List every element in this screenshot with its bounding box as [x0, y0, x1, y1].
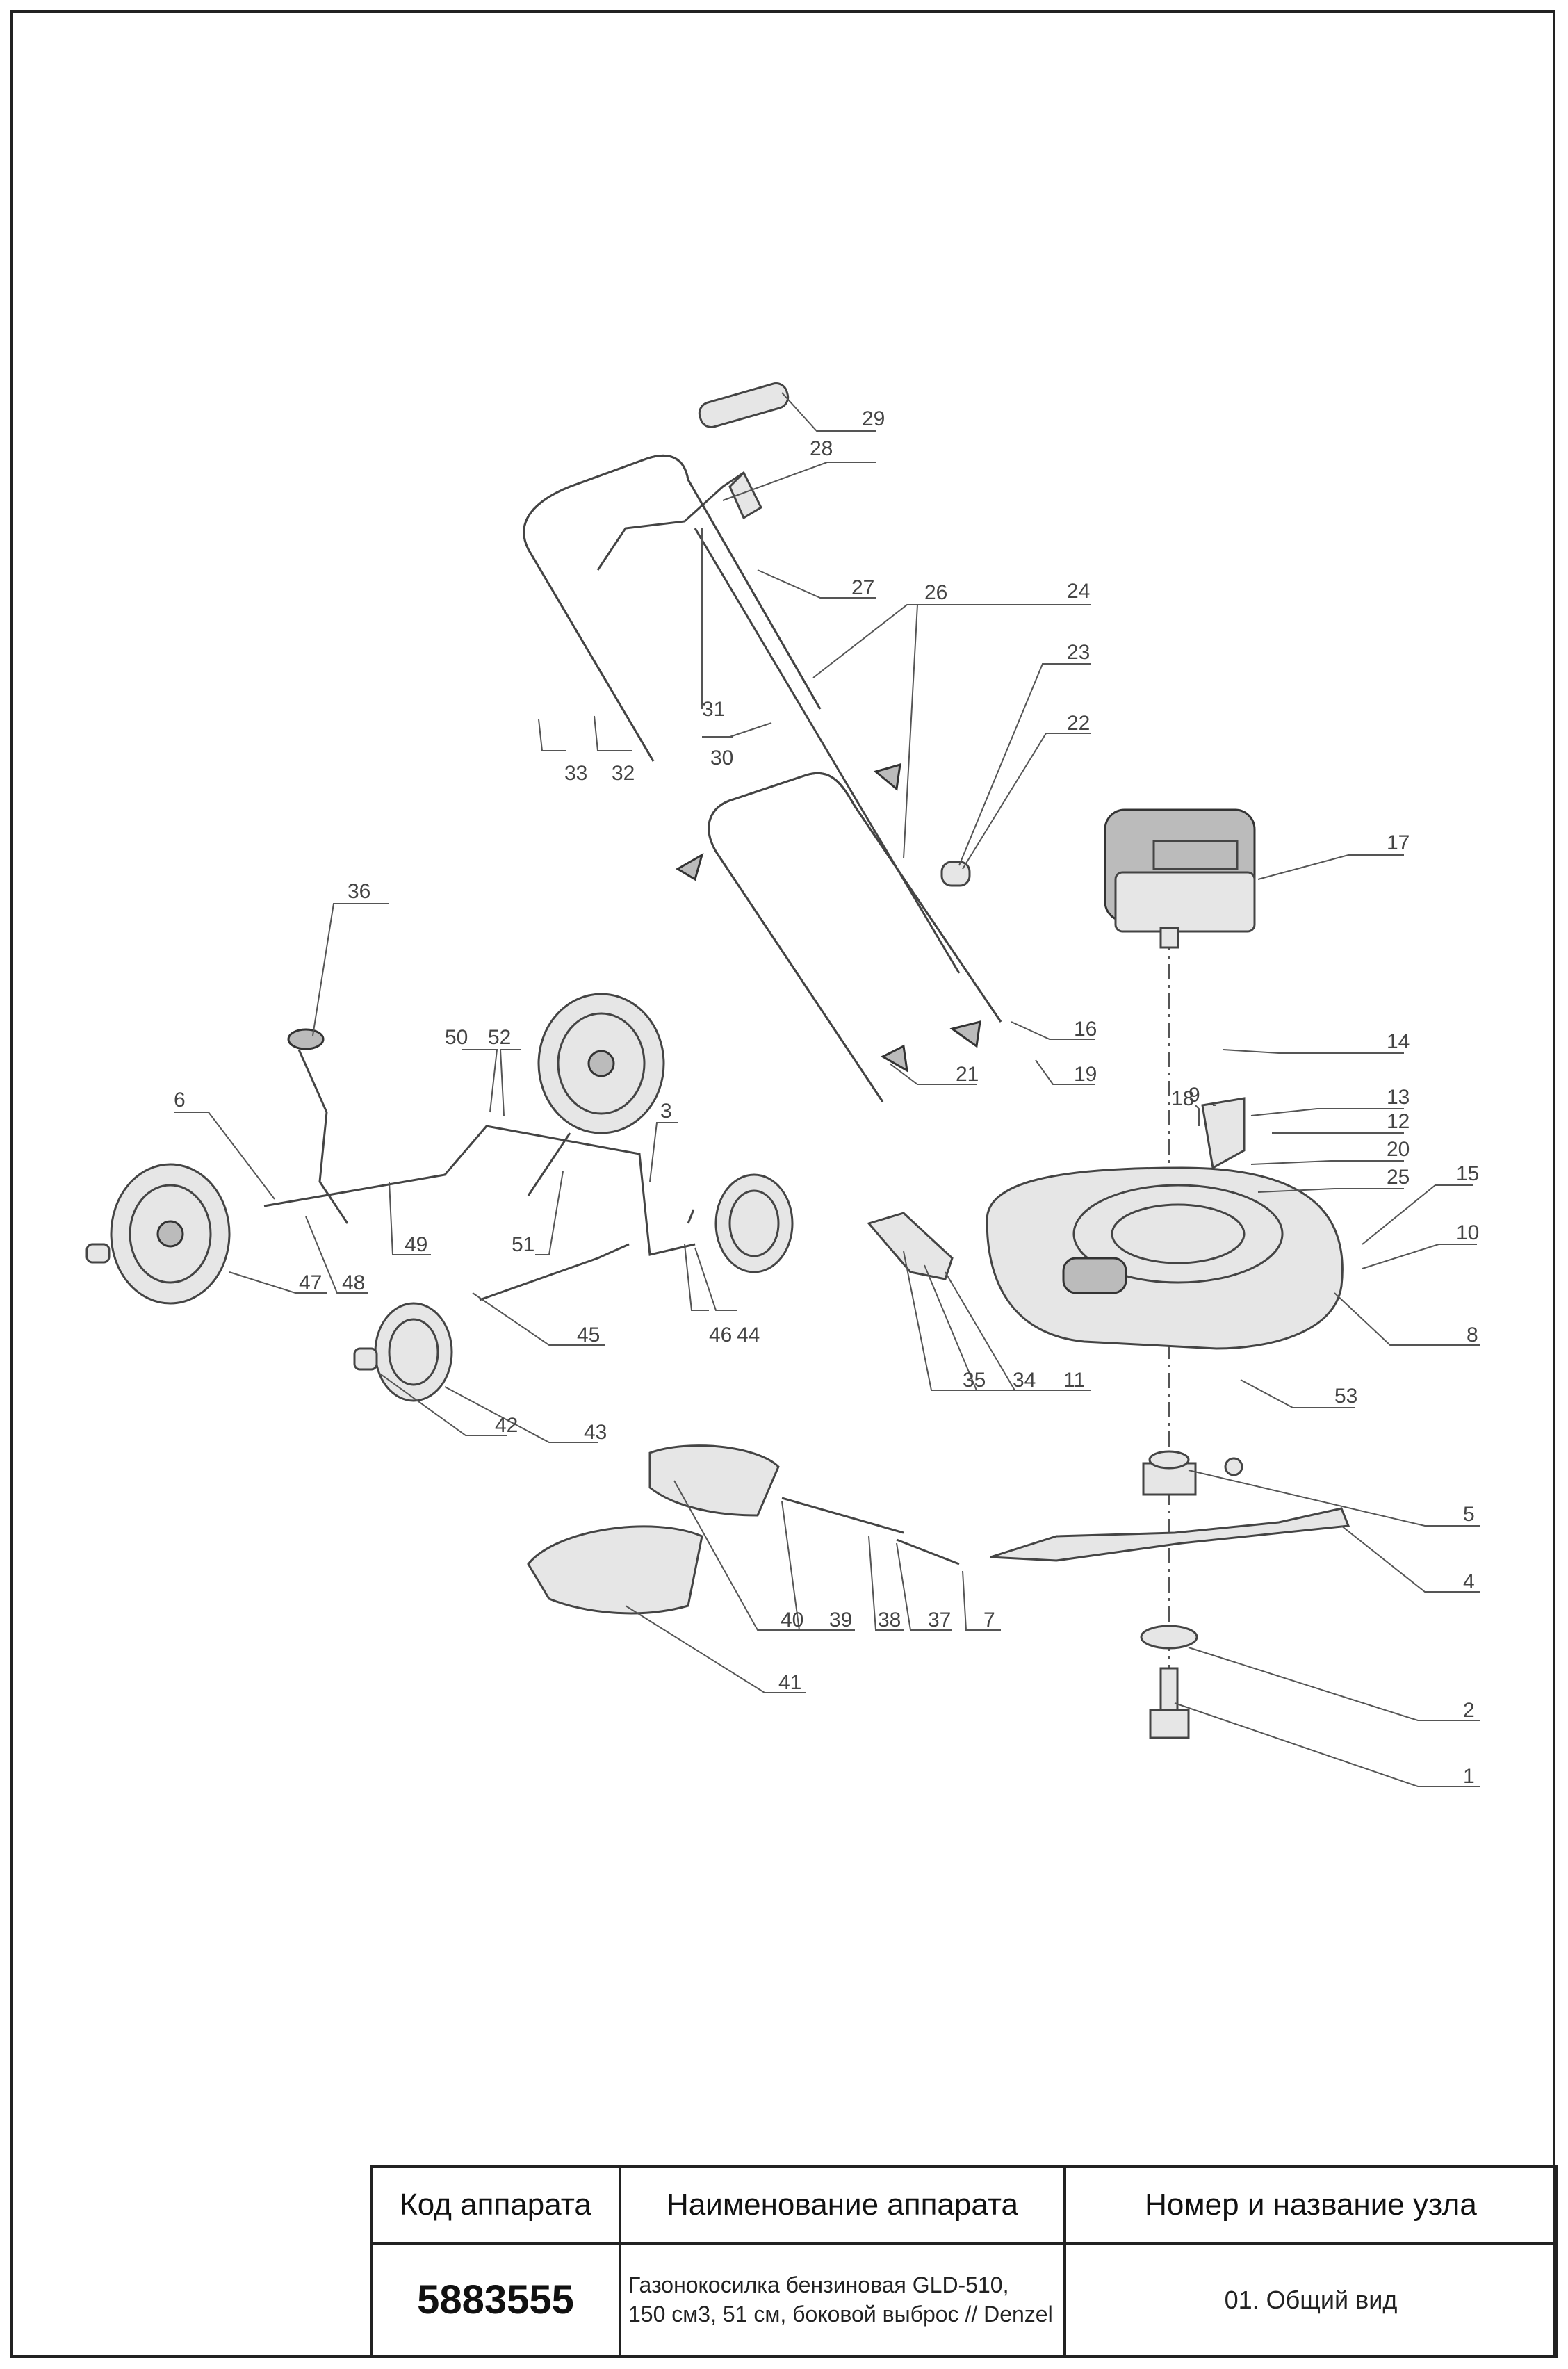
part-label-25: 25: [1387, 1166, 1410, 1189]
part-label-20: 20: [1387, 1138, 1410, 1161]
part-label-45: 45: [577, 1324, 600, 1346]
lower-handle-icon: [676, 528, 1002, 1102]
part-label-46: 46: [709, 1324, 732, 1346]
part-label-21: 21: [956, 1063, 979, 1086]
part-label-39: 39: [829, 1609, 852, 1631]
part-label-40: 40: [781, 1609, 803, 1631]
node-header: Номер и название узла: [1063, 2165, 1558, 2245]
part-label-5: 5: [1463, 1503, 1475, 1526]
device-name-line1: Газонокосилка бензиновая GLD-510,: [628, 2272, 1009, 2297]
part-label-43: 43: [584, 1421, 607, 1444]
part-label-6: 6: [174, 1089, 186, 1112]
blade-icon: [990, 1450, 1350, 1739]
device-name: Газонокосилка бензиновая GLD-510, 150 см…: [619, 2242, 1066, 2358]
leader-lines: [174, 392, 1480, 1787]
part-label-53: 53: [1334, 1385, 1357, 1408]
part-label-7: 7: [983, 1609, 995, 1631]
part-label-15: 15: [1456, 1162, 1479, 1185]
part-label-3: 3: [660, 1100, 672, 1123]
part-label-48: 48: [342, 1271, 365, 1294]
part-label-30: 30: [710, 747, 733, 770]
deck-icon: [867, 1097, 1344, 1476]
device-name-line2: 150 см3, 51 см, боковой выброс // Denzel: [628, 2301, 1053, 2327]
part-label-33: 33: [564, 762, 587, 785]
part-label-17: 17: [1387, 831, 1410, 854]
part-labels: 1234567891011121314151617181920212223242…: [174, 407, 1479, 1788]
part-label-50: 50: [445, 1026, 468, 1049]
part-label-27: 27: [851, 576, 874, 599]
engine-icon: [1104, 808, 1256, 949]
part-label-52: 52: [488, 1026, 511, 1049]
part-label-24: 24: [1067, 580, 1090, 603]
code-header: Код аппарата: [370, 2165, 621, 2245]
part-label-26: 26: [924, 581, 947, 604]
part-label-10: 10: [1456, 1221, 1479, 1244]
part-label-1: 1: [1463, 1765, 1475, 1788]
part-label-51: 51: [512, 1233, 534, 1256]
part-label-19: 19: [1074, 1063, 1097, 1086]
part-label-13: 13: [1387, 1086, 1410, 1109]
part-label-34: 34: [1013, 1369, 1036, 1392]
axle-assembly-icon: [263, 1028, 696, 1301]
part-label-44: 44: [737, 1324, 760, 1346]
part-label-9: 9: [1189, 1084, 1200, 1107]
part-label-16: 16: [1074, 1018, 1097, 1041]
part-label-4: 4: [1463, 1570, 1475, 1593]
name-header: Наименование аппарата: [619, 2165, 1066, 2245]
part-label-32: 32: [612, 762, 635, 785]
drawing-frame: [10, 10, 1555, 2358]
part-label-41: 41: [778, 1671, 801, 1694]
node-name: 01. Общий вид: [1063, 2242, 1558, 2358]
part-label-42: 42: [495, 1414, 518, 1437]
part-label-37: 37: [928, 1609, 951, 1631]
part-label-36: 36: [348, 880, 370, 903]
part-label-11: 11: [1063, 1369, 1085, 1392]
part-label-12: 12: [1387, 1110, 1410, 1133]
part-label-28: 28: [810, 437, 833, 460]
part-label-38: 38: [878, 1609, 901, 1631]
part-label-29: 29: [862, 407, 885, 430]
part-label-35: 35: [963, 1369, 986, 1392]
part-label-8: 8: [1467, 1324, 1478, 1346]
upper-handle-icon: [523, 382, 822, 762]
title-block: Код аппарата Наименование аппарата Номер…: [370, 2165, 1558, 2358]
part-label-47: 47: [299, 1271, 322, 1294]
part-label-31: 31: [702, 698, 725, 721]
part-label-23: 23: [1067, 641, 1090, 664]
device-code: 5883555: [370, 2242, 621, 2358]
front-wheel-icon: [353, 1173, 794, 1402]
rear-wheel-icon: [85, 993, 665, 1305]
part-label-14: 14: [1387, 1030, 1410, 1053]
side-chute-icon: [527, 1444, 960, 1615]
part-label-22: 22: [1067, 712, 1090, 735]
part-label-49: 49: [405, 1233, 427, 1256]
part-label-2: 2: [1463, 1699, 1475, 1722]
part-label-18: 18: [1171, 1087, 1194, 1110]
